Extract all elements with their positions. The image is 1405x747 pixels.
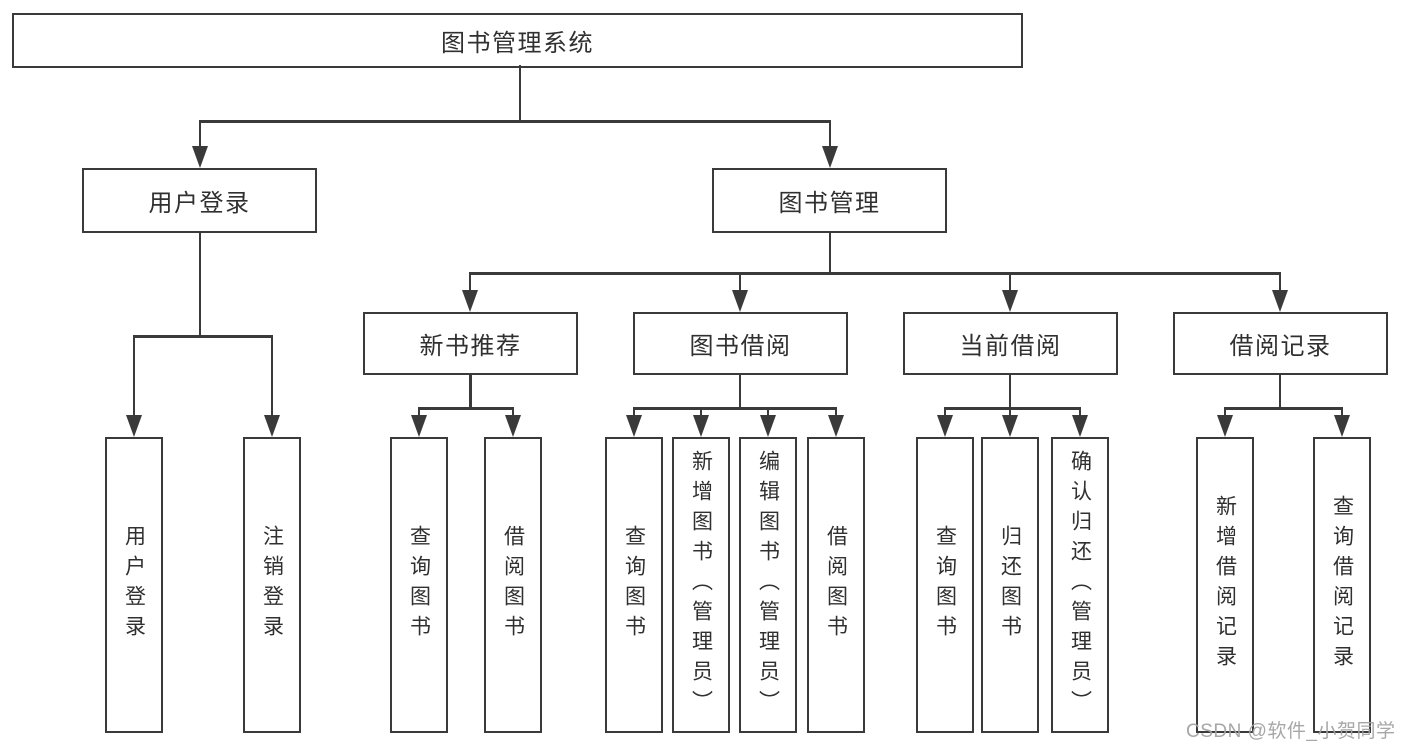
connector-line <box>468 272 472 290</box>
node-borrowing-records-label: 借阅记录 <box>1229 333 1332 360</box>
connector-line <box>1008 407 1012 415</box>
connector-line <box>943 407 1082 410</box>
connector-line <box>132 335 136 415</box>
connector-line <box>1278 375 1282 407</box>
leaf-return-books-label: 归还图书 <box>998 525 1022 645</box>
connector-line <box>766 407 770 415</box>
leaf-query-books-current: 查询图书 <box>916 437 974 733</box>
connector-line <box>699 407 703 415</box>
node-current-borrowing: 当前借阅 <box>903 312 1118 375</box>
connector-line <box>469 375 472 407</box>
csdn-watermark: CSDN @软件_小贺同学 <box>1186 721 1396 742</box>
arrowhead-down <box>1072 415 1088 437</box>
arrowhead-down <box>626 415 642 437</box>
leaf-edit-book-admin: 编辑图书（管理员） <box>739 437 797 733</box>
leaf-query-books-recommend: 查询图书 <box>390 437 448 733</box>
node-user-login: 用户登录 <box>82 168 317 233</box>
arrowhead-down <box>1272 290 1288 312</box>
arrowhead-down <box>828 415 844 437</box>
connector-line <box>417 407 421 415</box>
connector-line <box>511 407 515 415</box>
node-library-system-label: 图书管理系统 <box>441 30 594 57</box>
connector-line <box>198 120 202 146</box>
arrowhead-down <box>1217 415 1233 437</box>
connector-line <box>1078 407 1082 415</box>
connector-line <box>198 120 832 123</box>
connector-line <box>1223 407 1344 410</box>
leaf-add-borrow-record: 新增借阅记录 <box>1196 437 1254 733</box>
node-new-book-recommend: 新书推荐 <box>363 312 578 375</box>
leaf-add-book-admin-label: 新增图书（管理员） <box>689 450 713 720</box>
leaf-query-books-borrow: 查询图书 <box>605 437 663 733</box>
connector-line <box>943 407 947 415</box>
leaf-logout-label: 注销登录 <box>260 525 284 645</box>
arrowhead-down <box>411 415 427 437</box>
connector-line <box>632 407 838 410</box>
arrowhead-down <box>732 290 748 312</box>
leaf-query-books-borrow-label: 查询图书 <box>622 525 646 645</box>
arrowhead-down <box>760 415 776 437</box>
arrowhead-down <box>1002 290 1018 312</box>
leaf-confirm-return-admin-label: 确认归还（管理员） <box>1068 450 1092 720</box>
leaf-borrow-books-borrow-label: 借阅图书 <box>824 525 848 645</box>
leaf-query-books-recommend-label: 查询图书 <box>407 525 431 645</box>
node-borrowing-records: 借阅记录 <box>1173 312 1388 375</box>
connector-line <box>834 407 838 415</box>
leaf-query-borrow-record: 查询借阅记录 <box>1313 437 1371 733</box>
arrowhead-down <box>1334 415 1350 437</box>
arrowhead-down <box>126 415 142 437</box>
arrowhead-down <box>693 415 709 437</box>
leaf-add-borrow-record-label: 新增借阅记录 <box>1213 495 1237 675</box>
arrowhead-down <box>1002 415 1018 437</box>
connector-line <box>1008 272 1012 290</box>
arrowhead-down <box>937 415 953 437</box>
connector-line <box>1008 375 1012 407</box>
leaf-query-borrow-record-label: 查询借阅记录 <box>1330 495 1354 675</box>
connector-line <box>198 233 202 335</box>
leaf-return-books: 归还图书 <box>981 437 1039 733</box>
leaf-borrow-books-recommend: 借阅图书 <box>484 437 542 733</box>
node-current-borrowing-label: 当前借阅 <box>959 333 1062 360</box>
leaf-borrow-books-borrow: 借阅图书 <box>807 437 865 733</box>
arrowhead-down <box>505 415 521 437</box>
leaf-user-login: 用户登录 <box>105 437 163 733</box>
connector-line <box>632 407 636 415</box>
connector-line <box>738 272 742 290</box>
node-new-book-recommend-label: 新书推荐 <box>419 333 522 360</box>
connector-line <box>270 335 274 415</box>
node-library-system: 图书管理系统 <box>12 13 1023 68</box>
leaf-add-book-admin: 新增图书（管理员） <box>672 437 730 733</box>
connector-line <box>1278 272 1282 290</box>
connector-line <box>1223 407 1227 415</box>
leaf-borrow-books-recommend-label: 借阅图书 <box>501 525 525 645</box>
leaf-logout: 注销登录 <box>243 437 301 733</box>
connector-line <box>828 120 832 146</box>
node-book-borrowing: 图书借阅 <box>633 312 848 375</box>
connector-line <box>468 272 1282 275</box>
connector-line <box>828 233 832 272</box>
leaf-confirm-return-admin: 确认归还（管理员） <box>1051 437 1109 733</box>
node-book-borrowing-label: 图书借阅 <box>689 333 792 360</box>
node-book-management: 图书管理 <box>712 168 947 233</box>
arrowhead-down <box>462 290 478 312</box>
connector-line <box>132 335 274 338</box>
arrowhead-down <box>192 146 208 168</box>
arrowhead-down <box>822 146 838 168</box>
node-book-management-label: 图书管理 <box>778 190 881 217</box>
leaf-user-login-label: 用户登录 <box>122 525 146 645</box>
leaf-edit-book-admin-label: 编辑图书（管理员） <box>756 450 780 720</box>
arrowhead-down <box>264 415 280 437</box>
connector-line <box>738 375 742 407</box>
node-user-login-label: 用户登录 <box>148 190 251 217</box>
connector-line <box>518 65 522 120</box>
connector-line <box>417 407 515 410</box>
leaf-query-books-current-label: 查询图书 <box>933 525 957 645</box>
connector-line <box>1340 407 1344 415</box>
